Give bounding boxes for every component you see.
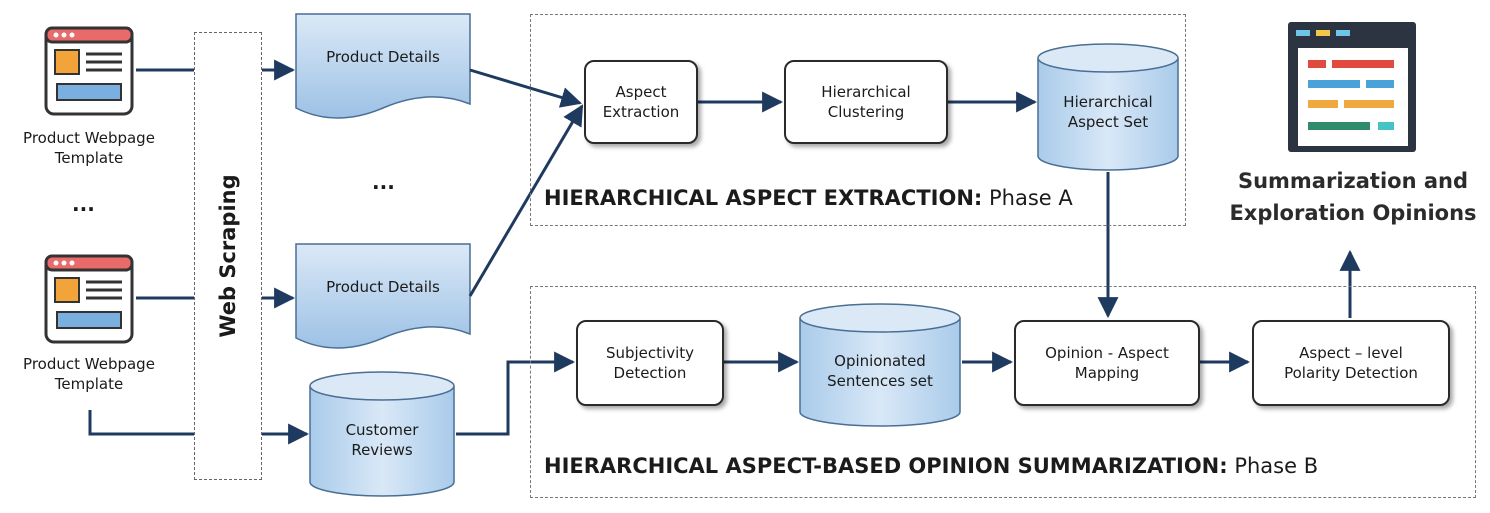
arrow-doc2-to-aspect-extraction bbox=[468, 104, 584, 297]
phase-b-title: HIERARCHICAL ASPECT-BASED OPINION SUMMAR… bbox=[544, 454, 1318, 478]
opinionated-sentences-cylinder bbox=[799, 303, 961, 427]
phase-a-title-bold: HIERARCHICAL ASPECT EXTRACTION: bbox=[544, 186, 983, 210]
phase-a-title-rest: Phase A bbox=[982, 186, 1073, 210]
arrow-doc1-to-aspect-extraction bbox=[469, 68, 583, 108]
dashboard-icon bbox=[1288, 22, 1416, 152]
flow-arrows bbox=[88, 59, 1361, 445]
product-details-doc: Product Details bbox=[296, 266, 470, 308]
web-scraping-box: Web Scraping bbox=[194, 32, 262, 480]
web-scraping-label: Web Scraping bbox=[216, 174, 240, 338]
product-details-label: Product Details bbox=[326, 277, 440, 296]
arrow-reviews-to-subjectivity bbox=[456, 351, 576, 436]
phase-a-container bbox=[530, 14, 1186, 226]
product-details-doc-shape bbox=[295, 243, 471, 349]
product-details-doc: Product Details bbox=[296, 36, 470, 78]
arrow-template2-to-reviews-line bbox=[88, 410, 194, 436]
customer-reviews-cylinder bbox=[309, 371, 455, 497]
webpage-template-icon bbox=[44, 26, 134, 116]
phase-a-title: HIERARCHICAL ASPECT EXTRACTION: Phase A bbox=[544, 186, 1073, 210]
phase-b-container bbox=[530, 286, 1476, 498]
phase-b-title-bold: HIERARCHICAL ASPECT-BASED OPINION SUMMAR… bbox=[544, 454, 1228, 478]
product-details-doc-shape bbox=[295, 13, 471, 119]
docs-ellipsis: ... bbox=[372, 170, 395, 194]
webpage-template-icon bbox=[44, 254, 134, 344]
hierarchical-aspect-set-cylinder bbox=[1037, 43, 1179, 171]
sources-ellipsis: ... bbox=[72, 192, 95, 216]
product-details-label: Product Details bbox=[326, 47, 440, 66]
phase-b-title-rest: Phase B bbox=[1227, 454, 1319, 478]
